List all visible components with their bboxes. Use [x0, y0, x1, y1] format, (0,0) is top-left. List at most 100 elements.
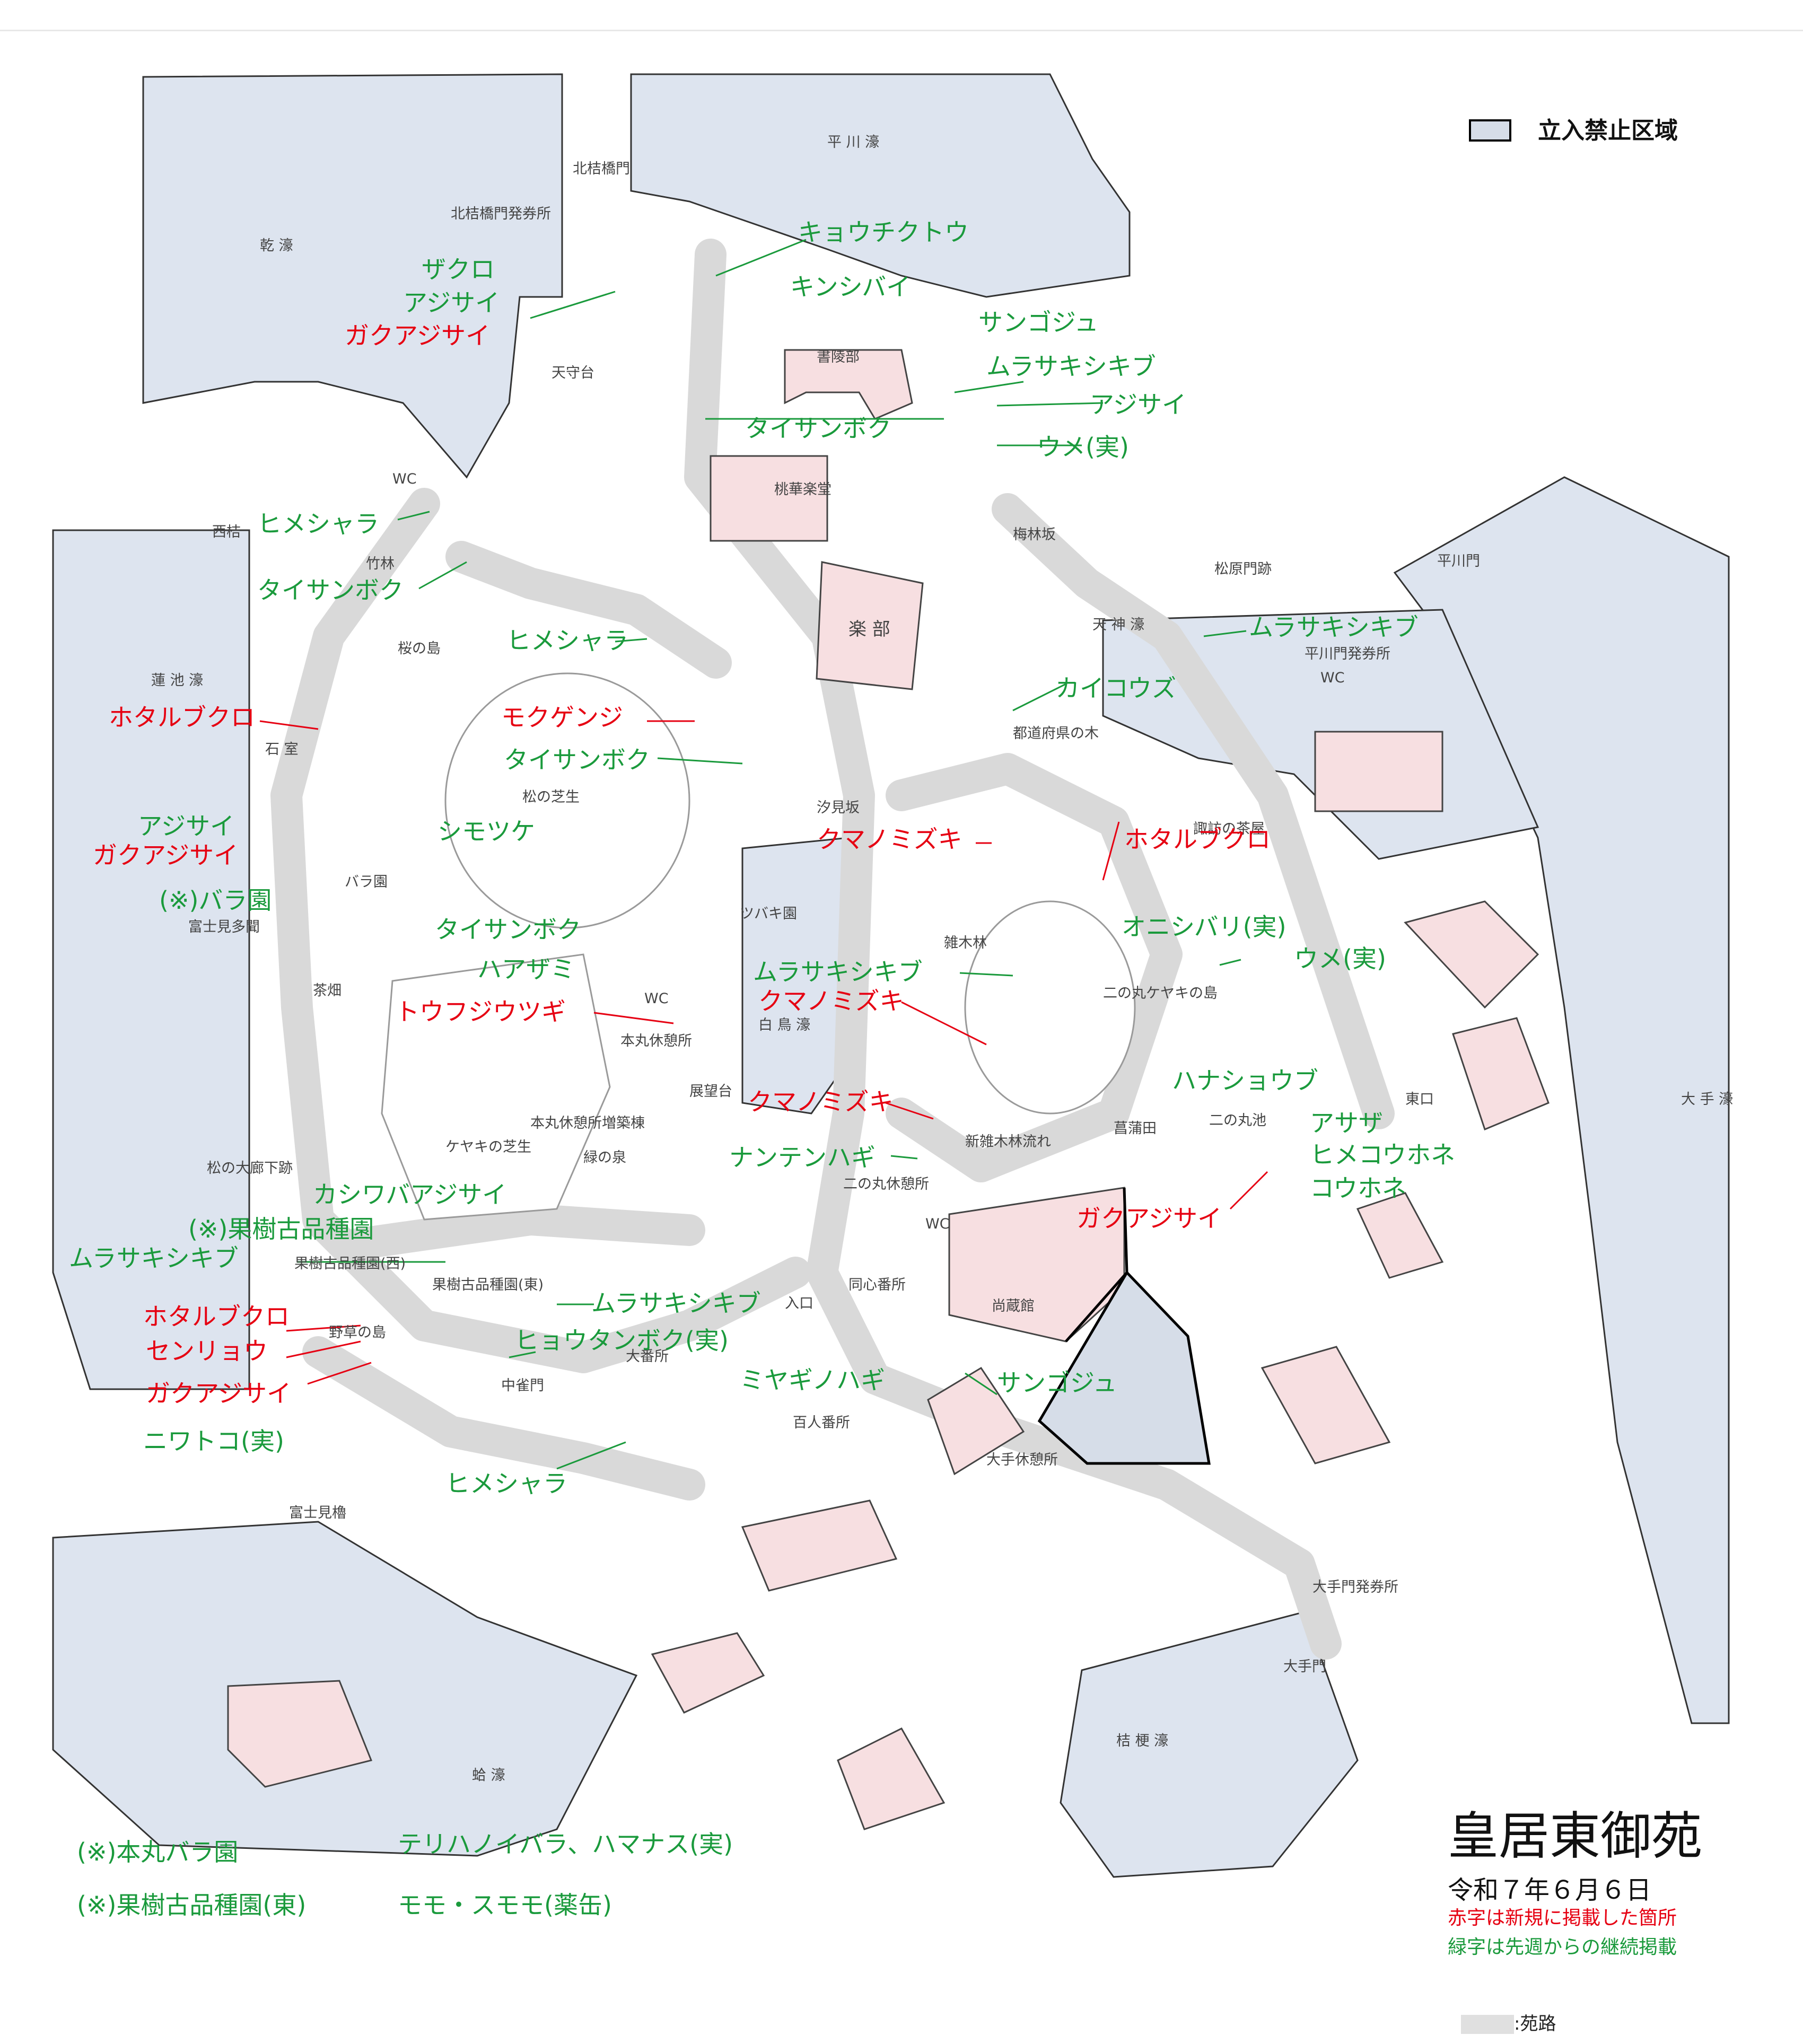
plant-asaza: アサザ: [1310, 1109, 1383, 1137]
plant-kumanomizuki-1: クマノミズキ: [817, 825, 962, 854]
place-sakuranoshima: 桜の島: [398, 641, 441, 657]
place-honmaru-rest-annex: 本丸休憩所増築棟: [530, 1115, 645, 1131]
place-iriguchi: 入口: [785, 1295, 813, 1312]
place-matsubaramon: 松原門跡: [1214, 561, 1272, 577]
place-bairinzaka: 梅林坂: [1013, 527, 1056, 543]
place-chabatake: 茶畑: [313, 982, 342, 999]
place-kaju-west: 果樹古品種園(西): [294, 1256, 406, 1272]
plant-gakuajisai-ninomaru: ガクアジサイ: [1076, 1204, 1222, 1233]
place-shobuta: 菖蒲田: [1114, 1120, 1157, 1137]
place-kaju-east: 果樹古品種園(東): [432, 1277, 544, 1293]
plant-niwatoko: ニワトコ(実): [143, 1427, 284, 1455]
garden-paths: [270, 239, 1395, 1660]
place-kitahanebashi-gate: 北桔橋門: [573, 161, 630, 177]
place-barazono: バラ園: [345, 874, 388, 890]
buildings: [227, 349, 1550, 1830]
plant-sangoju-south: サンゴジュ: [997, 1368, 1117, 1397]
plant-kyochikuto: キョウチクトウ: [798, 218, 969, 247]
place-matsunoshibafu: 松の芝生: [522, 789, 580, 805]
plant-kashiwaba: カシワバアジサイ: [313, 1180, 507, 1209]
plant-bara-garden: (※)バラ園: [159, 886, 272, 915]
place-ote-rest: 大手休憩所: [986, 1452, 1058, 1468]
plant-miyaginohagi: ミヤギノハギ: [740, 1366, 886, 1394]
place-hasuike-moat: 蓮 池 濠: [151, 672, 204, 689]
plant-taisanboku-south: タイサンボク: [435, 915, 581, 944]
place-hakucho-moat: 白 鳥 濠: [758, 1017, 811, 1033]
place-matsu-oroka: 松の大廊下跡: [207, 1160, 293, 1177]
plant-murasaki-chujaku: ムラサキシキブ: [591, 1289, 761, 1318]
place-hirakawamon: 平川門: [1437, 553, 1480, 569]
place-kikyo-moat: 桔 梗 濠: [1116, 1733, 1169, 1749]
place-wc2: WC: [1320, 670, 1345, 686]
place-otemon: 大手門: [1283, 1659, 1326, 1675]
place-todofuken: 都道府県の木: [1013, 725, 1099, 742]
place-fujimitamon: 富士見多聞: [188, 919, 260, 935]
lawns: [381, 672, 1136, 1221]
plant-gakuajisai-top: ガクアジサイ: [345, 321, 491, 350]
plant-shimotsuke: シモツケ: [437, 817, 535, 846]
place-keyaki-shibafu: ケヤキの芝生: [445, 1139, 531, 1155]
map-title: 皇居東御苑: [1448, 1806, 1702, 1866]
map-date: 令和７年６月６日: [1448, 1875, 1652, 1905]
legend-path-label: :苑路: [1514, 2013, 1556, 2034]
place-shozokan: 尚蔵館: [992, 1298, 1035, 1314]
plant-murasaki-tenjin: ムラサキシキブ: [1249, 613, 1419, 642]
red-leader-lines: [259, 720, 1268, 1385]
place-wc3: WC: [644, 990, 669, 1007]
plant-kaikouzu: カイコウズ: [1055, 674, 1177, 703]
place-yasounoshima: 野草の島: [329, 1324, 386, 1341]
plant-ajisai-east: アジサイ: [1090, 390, 1187, 419]
place-tsubakien: ツバキ園: [740, 906, 797, 922]
place-ninomaru-keyaki: 二の丸ケヤキの島: [1103, 985, 1218, 1002]
note-red: 赤字は新規に掲載した箇所: [1448, 1907, 1677, 1929]
plant-ume-top: ウメ(実): [1037, 433, 1129, 461]
green-leader-lines: [297, 239, 1247, 1470]
plant-mokugenji: モクゲンジ: [501, 703, 623, 732]
plant-murasaki-kaju: ムラサキシキブ: [69, 1244, 239, 1273]
plant-kouhone: コウホネ: [1310, 1174, 1407, 1203]
footnote-rose-plants: テリハノイバラ、ハマナス(実): [398, 1830, 733, 1858]
place-tenjin-moat: 天 神 濠: [1092, 617, 1145, 633]
place-fujimiyagura: 富士見櫓: [289, 1505, 346, 1521]
plant-hotarubukuro-ishi: ホタルブクロ: [109, 703, 255, 732]
place-tokagakudo: 桃華楽堂: [774, 481, 832, 498]
place-wc1: WC: [392, 471, 417, 487]
plant-himeshara-matsu: ヒメシャラ: [506, 626, 628, 655]
place-zokibayashi: 雑木林: [944, 935, 987, 951]
place-tenshudai: 天守台: [552, 365, 594, 381]
place-doshinbansho: 同心番所: [848, 1277, 906, 1293]
place-higashi: 東口: [1405, 1091, 1434, 1108]
place-shiomizaka: 汐見坂: [817, 800, 860, 816]
place-hamaguri-moat: 蛤 濠: [472, 1767, 505, 1784]
plant-gakuajisai-bara: ガクアジサイ: [93, 841, 239, 870]
place-suwanochaya: 諏訪の茶屋: [1193, 821, 1265, 837]
place-ishimuro: 石 室: [265, 741, 299, 758]
plant-kaju-garden: (※)果樹古品種園: [188, 1215, 374, 1243]
place-shin-zokibayashi: 新雑木林流れ: [965, 1134, 1051, 1150]
place-chujakumon: 中雀門: [501, 1378, 544, 1394]
plant-taisanboku-matsu: タイサンボク: [504, 745, 650, 774]
plant-zakuro: ザクロ: [422, 255, 495, 284]
place-honmaru-rest: 本丸休憩所: [620, 1033, 692, 1049]
place-ote-moat: 大 手 濠: [1681, 1091, 1734, 1108]
moats: [52, 73, 1730, 1878]
footnote-rose-garden: (※)本丸バラ園: [77, 1838, 239, 1866]
footnote-orchard-plants: モモ・スモモ(薬缶): [398, 1891, 612, 1919]
place-shoryobu: 書陵部: [817, 349, 860, 365]
plant-kumanomizuki-2: クマノミズキ: [758, 987, 904, 1015]
plant-ajisai-bara: アジサイ: [138, 812, 235, 840]
legend-restricted-label: 立入禁止区域: [1538, 117, 1678, 144]
place-ninomaru-ike: 二の丸池: [1209, 1112, 1266, 1129]
plant-haazami: ハアザミ: [477, 955, 575, 984]
legend-path-swatch: [1461, 2015, 1514, 2034]
place-hirakawamon-ticket: 平川門発券所: [1305, 646, 1390, 662]
note-green: 緑字は先週からの継続掲載: [1448, 1936, 1677, 1958]
plant-senryo: センリョウ: [146, 1337, 268, 1365]
place-tenbodai: 展望台: [689, 1083, 732, 1100]
plant-sangoju-top: サンゴジュ: [978, 308, 1099, 337]
restricted-area: [1037, 1270, 1211, 1465]
place-inui-moat: 乾 濠: [260, 238, 293, 254]
plant-hotarubukuro-yaso: ホタルブクロ: [143, 1302, 290, 1331]
top-separator: [0, 30, 1803, 31]
plant-onishibari: オニシバリ(実): [1122, 913, 1286, 941]
